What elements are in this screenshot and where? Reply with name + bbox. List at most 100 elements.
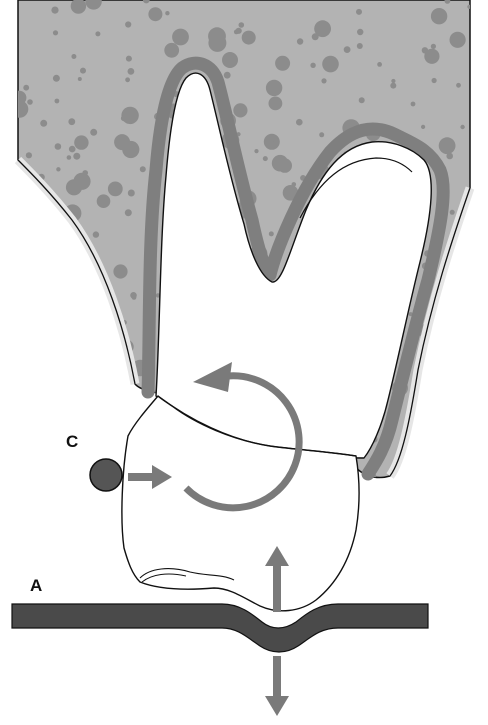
bone-dot bbox=[460, 125, 464, 129]
downward-force-arrow bbox=[265, 656, 289, 716]
bone-dot bbox=[27, 99, 33, 105]
bone-dot bbox=[297, 38, 303, 44]
bone-dot bbox=[125, 77, 130, 82]
label-c: C bbox=[66, 432, 78, 451]
bone-dot bbox=[47, 415, 61, 429]
bone-dot bbox=[140, 166, 146, 172]
bone-dot bbox=[467, 5, 471, 9]
bone-dot bbox=[18, 197, 25, 204]
bone-dot bbox=[73, 153, 80, 160]
bone-dot bbox=[80, 332, 95, 347]
bone-dot bbox=[446, 375, 463, 392]
bone-dot bbox=[254, 149, 258, 153]
bone-dot bbox=[275, 56, 290, 71]
bone-dot bbox=[273, 138, 278, 143]
surface-bar bbox=[12, 604, 428, 652]
bone-dot bbox=[132, 295, 137, 300]
bone-dot bbox=[67, 155, 72, 160]
bone-dot bbox=[52, 297, 70, 315]
bone-dot bbox=[125, 21, 131, 27]
bone-dot bbox=[125, 209, 132, 216]
bone-dot bbox=[269, 231, 274, 236]
bone-dot bbox=[432, 78, 437, 83]
bone-dot bbox=[442, 382, 448, 388]
bone-dot bbox=[463, 314, 468, 319]
bone-dot bbox=[321, 78, 326, 83]
bone-dot bbox=[126, 56, 132, 62]
bone-dot bbox=[23, 378, 27, 382]
bone-dot bbox=[26, 152, 32, 158]
bone-dot bbox=[269, 97, 283, 111]
bone-dot bbox=[391, 79, 395, 83]
bone-dot bbox=[17, 295, 22, 300]
bone-dot bbox=[56, 167, 60, 171]
bone-dot bbox=[82, 170, 88, 176]
bone-dot bbox=[59, 349, 64, 354]
bone-dot bbox=[121, 115, 127, 121]
contact-point bbox=[90, 459, 122, 491]
bone-dot bbox=[68, 118, 75, 125]
bone-dot bbox=[94, 321, 100, 327]
bone-dot bbox=[148, 7, 162, 21]
bone-dot bbox=[13, 463, 27, 477]
bone-dot bbox=[22, 374, 29, 381]
bone-dot bbox=[54, 365, 71, 382]
bone-dot bbox=[23, 85, 29, 91]
bone-dot bbox=[53, 30, 58, 35]
bone-dot bbox=[319, 132, 324, 137]
bone-dot bbox=[357, 29, 363, 35]
bone-dot bbox=[416, 452, 422, 458]
bone-dot bbox=[74, 135, 88, 149]
bone-dot bbox=[60, 348, 66, 354]
bone-dot bbox=[172, 29, 189, 46]
bone-dot bbox=[222, 52, 238, 68]
bone-dot bbox=[165, 11, 169, 15]
bone-dot bbox=[450, 32, 466, 48]
bone-dot bbox=[97, 194, 111, 208]
bone-dot bbox=[83, 435, 97, 449]
bone-dot bbox=[439, 137, 456, 154]
bone-dot bbox=[377, 62, 382, 67]
bone-dot bbox=[456, 83, 461, 88]
bone-dot bbox=[51, 442, 56, 447]
bone-dot bbox=[40, 120, 47, 127]
bone-dot bbox=[344, 46, 351, 53]
bone-dot bbox=[272, 155, 289, 172]
bone-dot bbox=[108, 182, 123, 197]
bone-dot bbox=[264, 134, 280, 150]
bone-dot bbox=[263, 156, 268, 161]
bone-dot bbox=[431, 44, 436, 49]
bone-dot bbox=[421, 125, 425, 129]
bone-dot bbox=[453, 426, 458, 431]
bone-dot bbox=[292, 182, 297, 187]
bone-dot bbox=[239, 22, 245, 28]
bone-dot bbox=[445, 284, 450, 289]
bone-dot bbox=[296, 119, 303, 126]
bone-dot bbox=[233, 103, 247, 117]
bone-dot bbox=[411, 102, 416, 107]
bone-dot bbox=[69, 146, 76, 153]
bone-dot bbox=[73, 173, 90, 190]
bone-dot bbox=[61, 417, 66, 422]
bone-dot bbox=[208, 27, 226, 45]
bone-dot bbox=[122, 141, 139, 158]
bone-dot bbox=[71, 54, 76, 59]
bone-dot bbox=[117, 185, 121, 189]
bone-dot bbox=[64, 226, 70, 232]
bone-dot bbox=[450, 289, 456, 295]
bone-dot bbox=[356, 9, 362, 15]
label-a: A bbox=[30, 576, 42, 595]
bone-dot bbox=[56, 247, 61, 252]
bone-dot bbox=[32, 442, 50, 460]
bone-dot bbox=[460, 399, 476, 415]
bone-dot bbox=[55, 143, 62, 150]
bone-dot bbox=[58, 235, 62, 239]
bone-dot bbox=[322, 56, 339, 73]
bone-dot bbox=[15, 230, 22, 237]
bone-dot bbox=[450, 210, 455, 215]
bone-dot bbox=[128, 190, 135, 197]
bone-dot bbox=[88, 375, 102, 389]
bone-dot bbox=[164, 43, 179, 58]
bone-dot bbox=[457, 297, 473, 313]
